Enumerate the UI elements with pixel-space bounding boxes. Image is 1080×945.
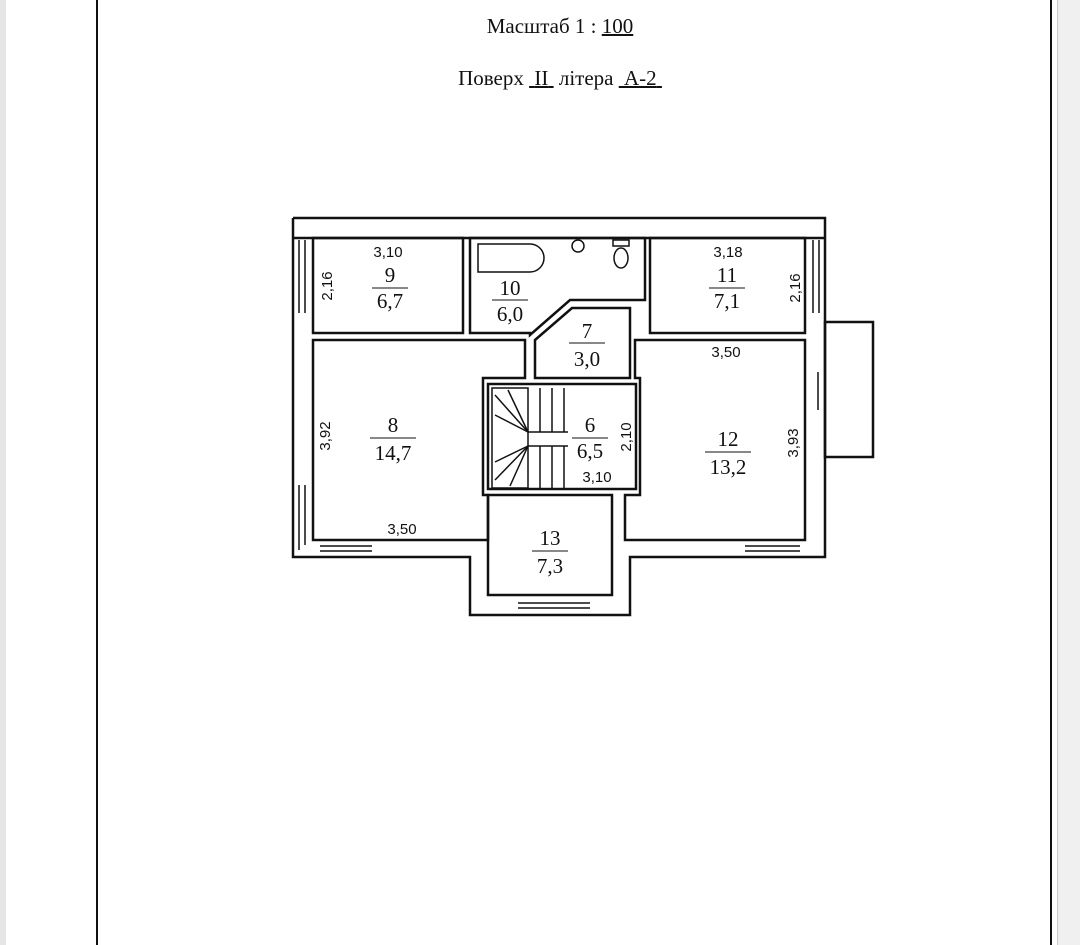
page-edge <box>1057 0 1080 945</box>
svg-text:7,1: 7,1 <box>714 289 740 313</box>
page-edge <box>0 0 6 945</box>
svg-text:3,0: 3,0 <box>574 347 600 371</box>
room-9-outline <box>311 236 465 335</box>
windows <box>298 240 820 609</box>
room-12: 12 13,2 <box>705 427 751 479</box>
svg-text:3,50: 3,50 <box>711 344 740 361</box>
room-8-outline <box>311 338 527 542</box>
room-11: 117,1 <box>709 263 745 313</box>
svg-text:3,10: 3,10 <box>582 469 611 486</box>
svg-text:2,10: 2,10 <box>618 422 635 451</box>
room-10-outline <box>468 236 647 338</box>
room-13-outline <box>486 493 614 597</box>
svg-text:2,16: 2,16 <box>787 273 804 302</box>
svg-text:10: 10 <box>500 276 521 300</box>
letter-value: А-2 <box>624 66 657 90</box>
room-10: 106,0 <box>492 276 528 326</box>
scale-label: Масштаб 1 : <box>486 14 602 38</box>
svg-text:2,16: 2,16 <box>319 271 336 300</box>
svg-text:3,50: 3,50 <box>387 521 416 538</box>
room-7: 73,0 <box>569 319 605 371</box>
svg-text:6,0: 6,0 <box>497 302 523 326</box>
dimension-labels: 3,10 2,16 3,18 2,16 3,50 3,92 3,10 2,10 … <box>317 244 804 538</box>
room-8: 814,7 <box>370 413 416 465</box>
svg-text:3,18: 3,18 <box>713 244 742 261</box>
svg-text:3,93: 3,93 <box>785 428 802 457</box>
sink-icon <box>571 239 585 253</box>
svg-text:7: 7 <box>582 319 593 343</box>
frame-line-right <box>1050 0 1052 945</box>
svg-text:3,10: 3,10 <box>373 244 402 261</box>
floor-value: II <box>534 66 549 90</box>
room-6-outline <box>486 382 638 491</box>
letter-label: літера <box>553 66 619 90</box>
walls <box>291 216 875 617</box>
room-11-outline <box>648 236 807 335</box>
room-12-outline <box>623 338 807 542</box>
room-9: 96,7 <box>372 263 408 313</box>
room-13: 137,3 <box>532 526 568 578</box>
outer-wall <box>291 216 827 617</box>
scale-heading: Масштаб 1 : 100 <box>0 14 1080 39</box>
stairs <box>491 387 568 489</box>
room-labels: 96,7 106,0 117,1 73,0 814,7 66,5 1213,2 … <box>370 263 751 578</box>
room-6: 66,5 <box>572 413 608 463</box>
floor-label: Поверх <box>458 66 530 90</box>
svg-text:14,7: 14,7 <box>375 441 412 465</box>
bathtub-icon <box>477 243 545 273</box>
frame-line-left <box>96 0 98 945</box>
svg-text:3,92: 3,92 <box>317 421 334 450</box>
svg-text:6,7: 6,7 <box>377 289 403 313</box>
svg-text:9: 9 <box>385 263 396 287</box>
svg-text:7,3: 7,3 <box>537 554 563 578</box>
svg-text:6,5: 6,5 <box>577 439 603 463</box>
floor-heading: Поверх II літера А-2 <box>0 66 1080 91</box>
svg-text:11: 11 <box>717 263 737 287</box>
scale-value: 100 <box>601 14 634 38</box>
svg-text:8: 8 <box>388 413 399 437</box>
svg-text:6: 6 <box>585 413 596 437</box>
svg-text:13: 13 <box>540 526 561 550</box>
toilet-icon <box>613 247 629 269</box>
fixtures <box>477 239 630 273</box>
room-7-outline <box>533 306 632 380</box>
balcony <box>823 320 875 459</box>
svg-text:13,2: 13,2 <box>710 455 747 479</box>
svg-text:12: 12 <box>718 427 739 451</box>
